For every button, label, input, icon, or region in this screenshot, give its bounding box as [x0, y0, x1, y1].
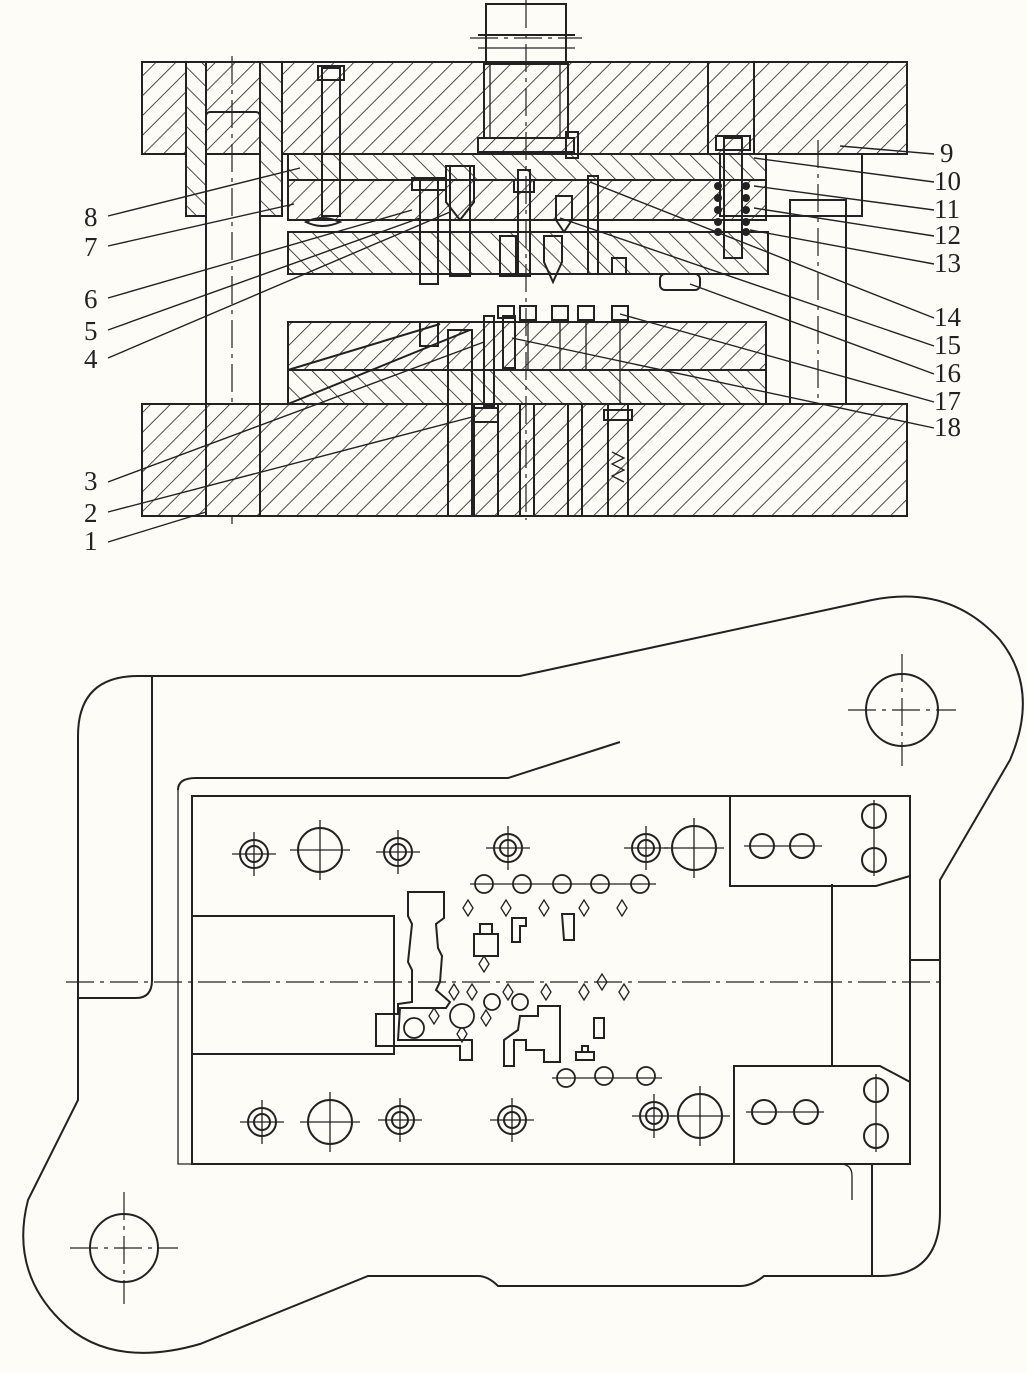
callout-13: 13	[934, 248, 961, 278]
blank-profile-right	[503, 1005, 561, 1067]
section-view: 1 2 3 4 5 6 7 8 9 10 11 12 13 14 15 16 1…	[84, 0, 962, 556]
pierce-holes-row-lower	[552, 1066, 662, 1088]
punch-6	[419, 179, 439, 285]
plan-view	[22, 595, 1024, 1354]
callout-17: 17	[934, 386, 961, 416]
callout-14: 14	[934, 302, 962, 332]
callout-1: 1	[84, 526, 98, 556]
stop-screw	[321, 67, 341, 217]
callout-2: 2	[84, 498, 98, 528]
callout-7: 7	[84, 232, 98, 262]
callout-16: 16	[934, 358, 961, 388]
callout-5: 5	[84, 316, 98, 346]
callout-18: 18	[934, 412, 961, 442]
blank-profile-left	[375, 891, 473, 1061]
callout-6: 6	[84, 284, 98, 314]
lower-shoe-outline	[22, 595, 1024, 1354]
upper-die-shoe	[141, 61, 908, 155]
callout-8: 8	[84, 202, 98, 232]
counterbore-holes	[232, 826, 676, 1144]
pierce-holes-row-upper	[470, 874, 656, 894]
callout-11: 11	[934, 194, 960, 224]
die-plate	[287, 321, 767, 371]
callout-10: 10	[934, 166, 961, 196]
die-plate-outline	[191, 795, 911, 1165]
backing-plate	[287, 153, 767, 181]
punch-plate	[287, 179, 767, 221]
callout-12: 12	[934, 220, 961, 250]
screw-holes	[744, 800, 889, 1152]
callout-15: 15	[934, 330, 961, 360]
pilot-markers	[428, 898, 630, 1044]
callout-4: 4	[84, 344, 98, 374]
stripper-plate	[287, 231, 769, 275]
callout-9: 9	[940, 138, 954, 168]
lower-die-shoe	[141, 403, 908, 517]
pilot-pins	[497, 305, 629, 404]
callout-3: 3	[84, 466, 98, 496]
